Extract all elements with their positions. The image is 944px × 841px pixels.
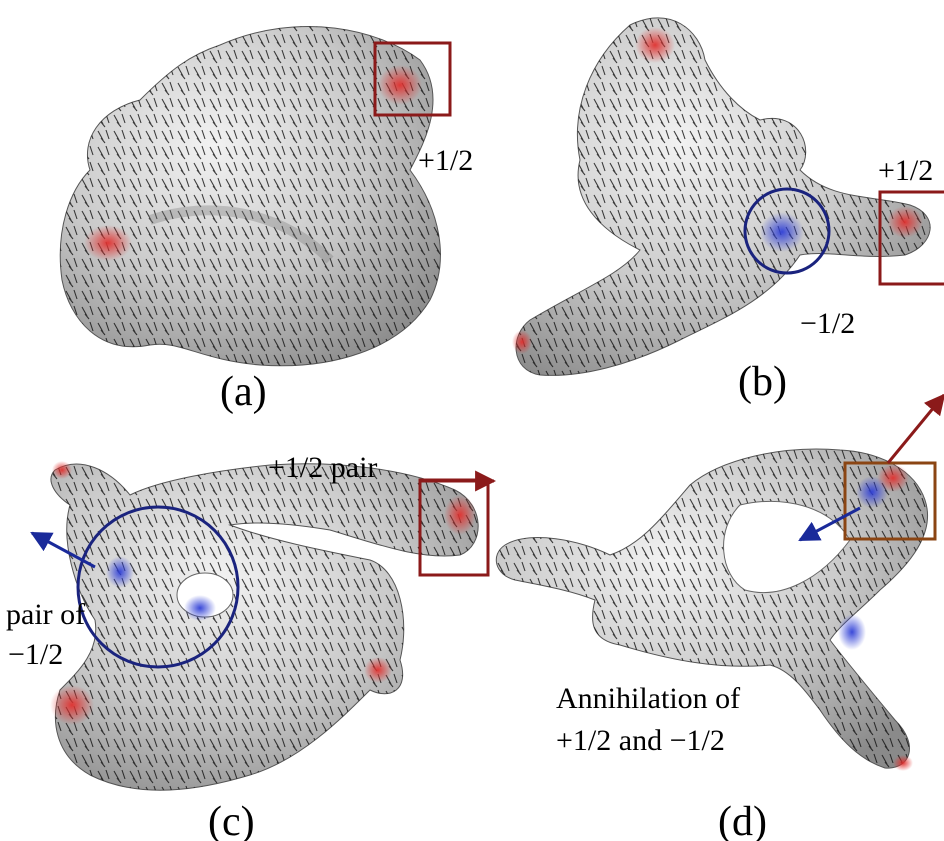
annotation-d-line2: +1/2 and −1/2 [556, 724, 725, 757]
positive-defect-c2 [50, 685, 94, 725]
annotation-d-line1: Annihilation of [556, 682, 740, 715]
positive-defect-a1 [378, 65, 422, 105]
positive-defect-c4 [52, 461, 72, 479]
positive-defect-a2 [84, 225, 132, 261]
annotation-a-plus-half: +1/2 [418, 144, 473, 177]
panel-b: +1/2 −1/2 (b) [512, 18, 944, 405]
panel-label-a: (a) [220, 369, 267, 415]
positive-defect-b1 [635, 27, 675, 63]
arrow-d-up [888, 395, 944, 463]
negative-defect-c1 [106, 556, 134, 588]
annotation-b-plus-half: +1/2 [878, 154, 933, 187]
panel-label-c: (c) [208, 799, 255, 841]
annotation-c-pair-of: pair of [6, 598, 85, 631]
panel-label-d: (d) [718, 799, 767, 841]
positive-defect-d2 [893, 755, 913, 771]
annotation-c-minus-half: −1/2 [8, 638, 63, 671]
positive-defect-b3 [512, 330, 532, 354]
panel-a: +1/2 (a) [60, 26, 473, 415]
negative-defect-d2 [838, 614, 866, 650]
negative-defect-b [760, 212, 804, 252]
annotation-b-minus-half: −1/2 [800, 307, 855, 340]
annotation-c-plus-half-pair: +1/2 pair [268, 451, 377, 484]
negative-defect-c2 [184, 595, 216, 621]
panel-d: Annihilation of +1/2 and −1/2 (d) [496, 395, 944, 841]
negative-defect-d1 [856, 476, 888, 508]
panel-label-b: (b) [738, 359, 787, 405]
positive-defect-b2 [887, 206, 923, 238]
positive-defect-c1 [444, 495, 476, 535]
positive-defect-c3 [364, 657, 392, 683]
panel-c: +1/2 pair pair of −1/2 (c) [6, 451, 494, 841]
